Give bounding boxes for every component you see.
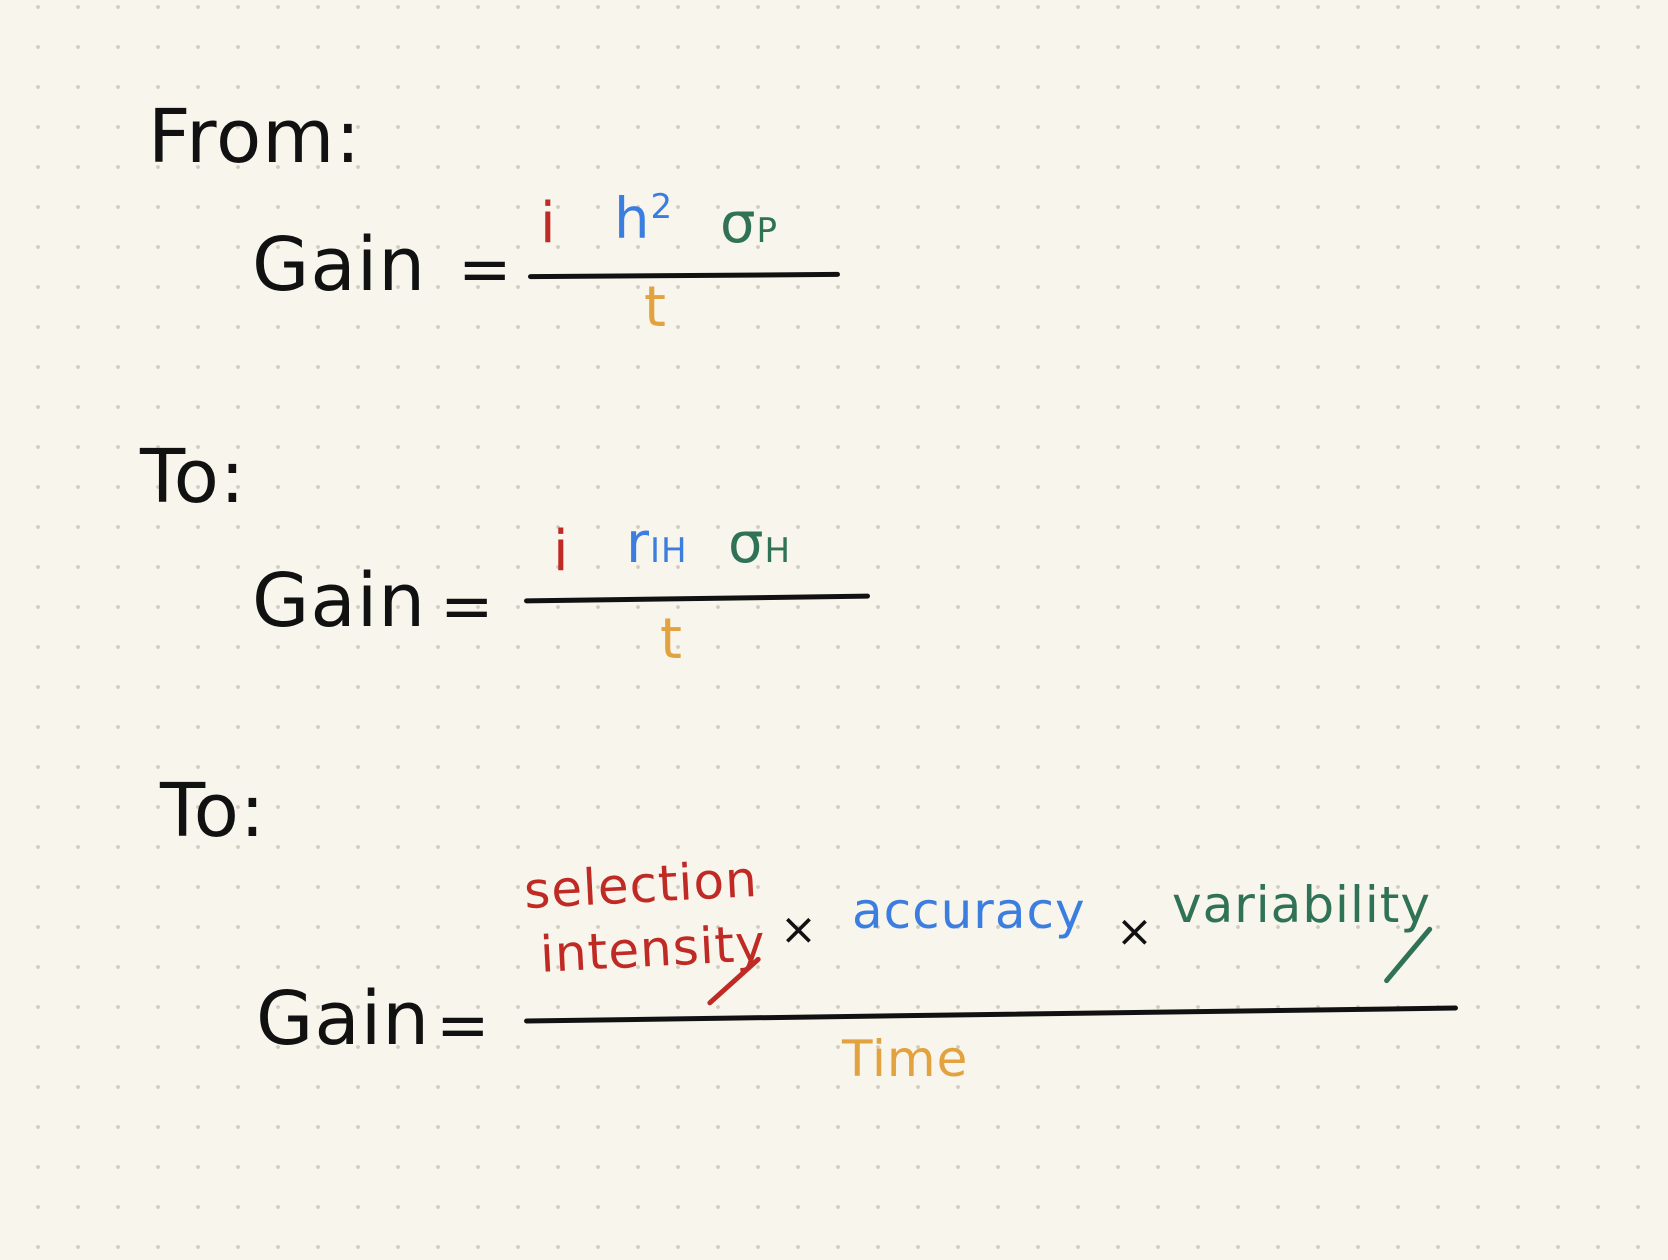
heritability-letter: h <box>614 186 651 252</box>
heading-to-1: To: <box>140 434 246 520</box>
gain-label-3: Gain <box>256 976 431 1062</box>
phenotypic-sd-symbol: σP <box>720 196 778 252</box>
heading-to-2: To: <box>160 768 266 854</box>
selection-intensity-symbol-1: i <box>540 191 557 256</box>
fraction-bar-2 <box>523 593 871 604</box>
fraction-bar-3 <box>524 1005 1458 1024</box>
intensity-word: intensity <box>538 914 768 984</box>
heritability-exponent: 2 <box>650 187 674 227</box>
genetic-sd-symbol: σH <box>728 516 791 572</box>
multiply-sign-1: × <box>780 904 818 955</box>
time-word: Time <box>842 1030 969 1088</box>
genetic-sd-letter: σ <box>728 511 765 576</box>
time-symbol-1: t <box>644 275 667 340</box>
variability-tail-stroke <box>1383 925 1434 985</box>
phenotypic-sd-subscript: P <box>756 211 779 251</box>
genetic-sd-subscript: H <box>764 531 792 571</box>
heritability-symbol: h2 <box>614 190 673 248</box>
accuracy-subscript: IH <box>650 531 688 571</box>
equals-sign-1: = <box>458 233 513 307</box>
multiply-sign-2: × <box>1116 906 1154 957</box>
selection-intensity-symbol-2: i <box>553 519 570 584</box>
accuracy-word: accuracy <box>852 882 1086 940</box>
phenotypic-sd-letter: σ <box>720 191 757 256</box>
gain-label-2: Gain <box>252 558 427 644</box>
fraction-bar-1 <box>527 271 841 280</box>
heading-from: From: <box>148 94 362 180</box>
selection-word: selection <box>522 849 760 921</box>
equals-sign-2: = <box>440 570 495 644</box>
time-symbol-2: t <box>660 607 683 672</box>
variability-word: variability <box>1172 876 1431 934</box>
equals-sign-3: = <box>436 989 491 1063</box>
accuracy-letter: r <box>626 511 651 576</box>
accuracy-symbol: rIH <box>626 516 688 572</box>
gain-label-1: Gain <box>252 222 427 308</box>
